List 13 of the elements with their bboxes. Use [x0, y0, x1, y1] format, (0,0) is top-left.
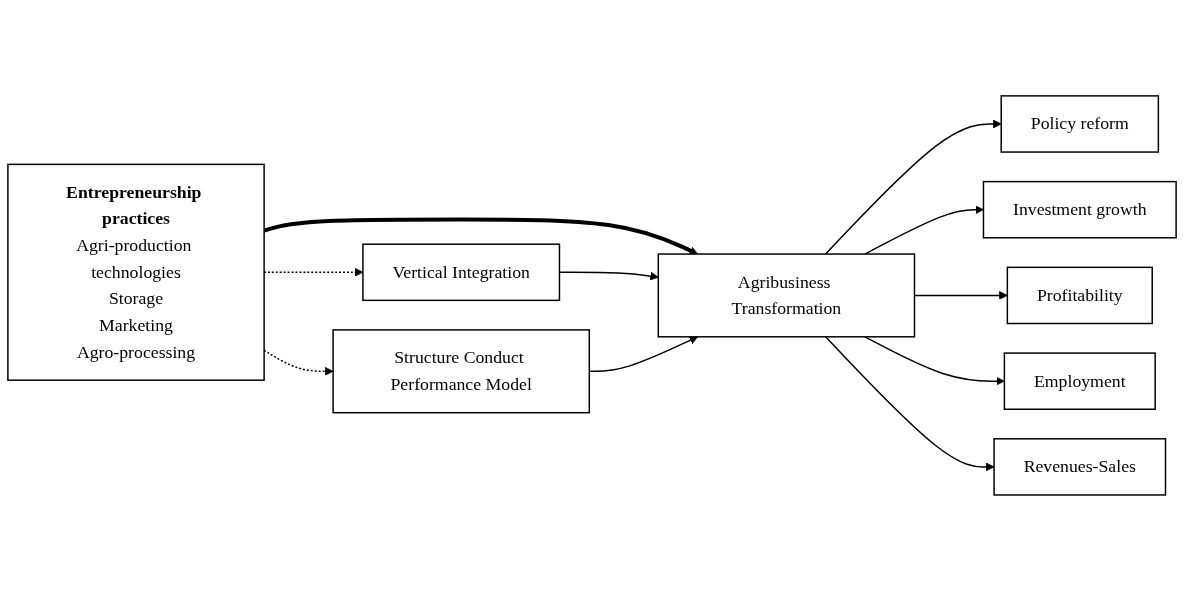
- arrow: [824, 336, 995, 472]
- node-box: Entrepreneurship practices Agri-production technologies Storage Marketing Agro-processing: [7, 163, 265, 381]
- arrow: [864, 205, 984, 255]
- node-box: Agribusiness Transformation: [657, 253, 916, 338]
- arrow: [824, 119, 1002, 255]
- node-box: Profitability: [1006, 266, 1153, 325]
- node-box: Revenues-Sales: [993, 438, 1167, 496]
- node-box: Investment growth: [982, 180, 1177, 239]
- node-box: Structure Conduct Performance Model: [332, 329, 591, 414]
- node-box: Vertical Integration: [362, 243, 561, 302]
- arrow: [864, 336, 1005, 386]
- node-box: Policy reform: [1000, 95, 1160, 153]
- node-box: Employment: [1003, 352, 1156, 411]
